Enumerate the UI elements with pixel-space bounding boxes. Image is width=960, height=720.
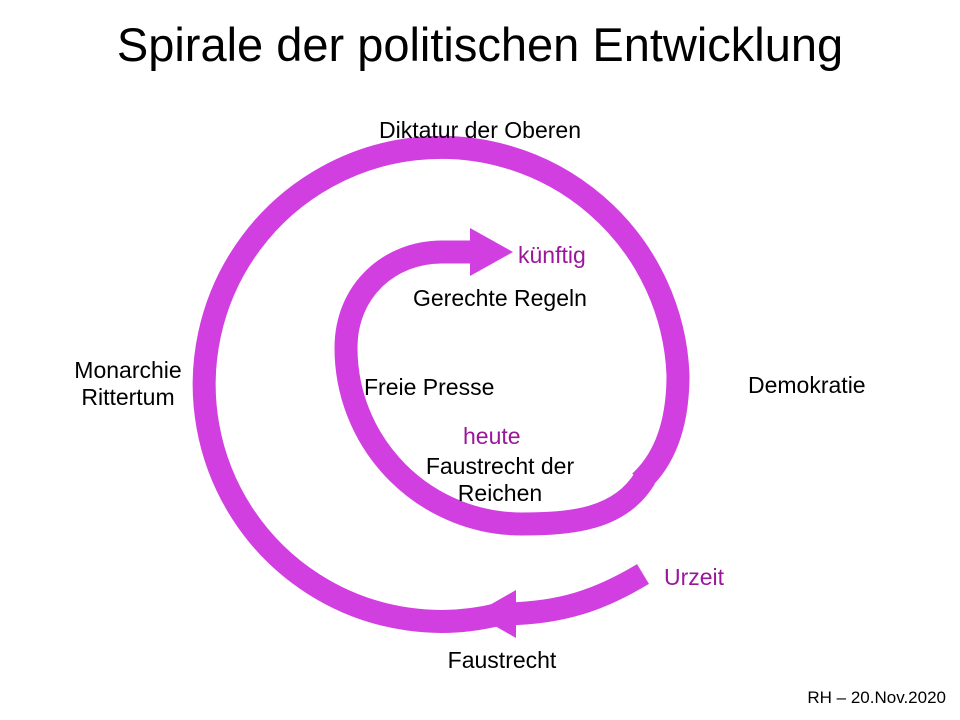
stage-bottom-label: Faustrecht — [447, 647, 557, 673]
page-title: Spirale der politischen Entwicklung — [116, 18, 844, 71]
stage-right-label: Demokratie — [748, 372, 866, 398]
author-credit: RH – 20.Nov.2020 — [807, 688, 946, 707]
stage-left-line1: Monarchie — [74, 357, 182, 383]
arrowhead-future — [470, 228, 513, 276]
spiral-outer-segment — [192, 135, 690, 633]
stage-top-label: Diktatur der Oberen — [379, 117, 581, 143]
stage-left-label: Monarchie Rittertum — [48, 357, 208, 411]
stage-left-line2: Rittertum — [81, 384, 175, 410]
stage-inner-left-label: Freie Presse — [364, 374, 495, 400]
arrowhead-origin — [474, 590, 516, 638]
stage-inner-bottom-label: Faustrecht der Reichen — [400, 453, 600, 507]
stage-inner-bottom-line1: Faustrecht der — [425, 453, 575, 479]
stage-inner-bottom-line2: Reichen — [457, 480, 543, 506]
spiral-inner-segment — [334, 240, 655, 536]
marker-present-label: heute — [463, 423, 521, 449]
marker-future-label: künftig — [518, 242, 586, 268]
spiral-arrow — [192, 135, 690, 633]
marker-origin-label: Urzeit — [664, 564, 725, 590]
stage-inner-top-label: Gerechte Regeln — [413, 285, 587, 311]
